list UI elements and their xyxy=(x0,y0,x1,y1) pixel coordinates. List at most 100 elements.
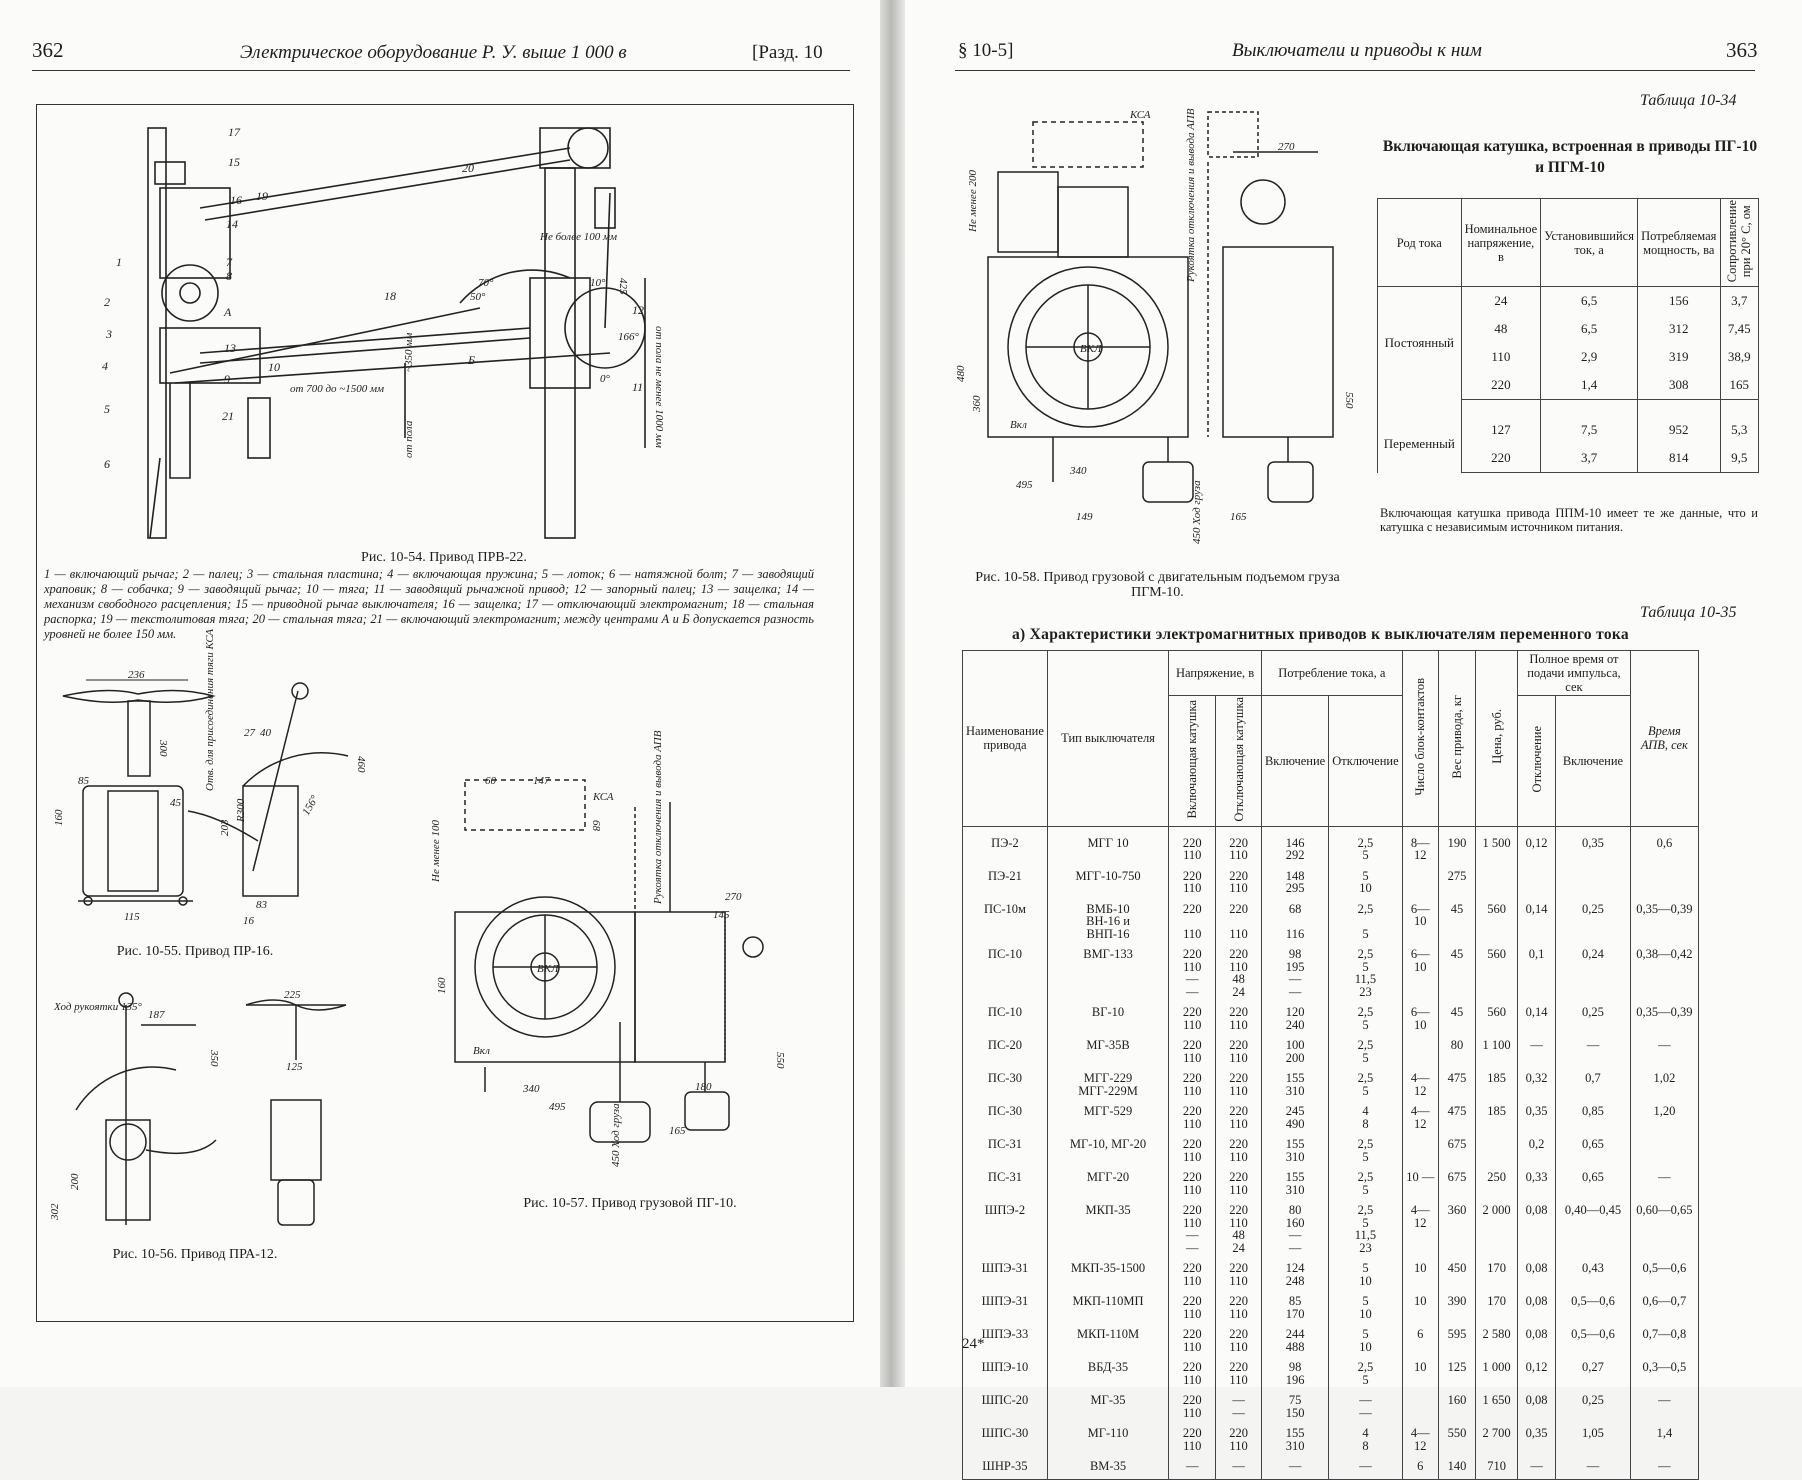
table-cell: 675 xyxy=(1437,1167,1477,1201)
table-cell: МГ-35В xyxy=(1046,1035,1170,1069)
table-cell: 10 xyxy=(1401,1291,1439,1325)
table-cell xyxy=(1401,1134,1439,1168)
table-cell: 0,14 xyxy=(1517,1002,1557,1036)
fig57-dim-vkl: Вкл xyxy=(473,1045,490,1057)
table-cell: 0,32 xyxy=(1517,1068,1557,1102)
fig55-dim-203: 203 xyxy=(219,819,231,836)
fig54-caption: Рис. 10-54. Привод ПРВ-22. xyxy=(361,550,527,565)
fig56-drawing: Ход рукоятки 135° 187 350 302 200 225 12… xyxy=(49,989,347,1226)
table-cell: 10 — xyxy=(1401,1167,1439,1201)
t35-h-voltage: Напряжение, в xyxy=(1168,650,1262,696)
table-cell: 98 196 xyxy=(1260,1357,1330,1391)
fig58-caption: Рис. 10-58. Привод грузовой с двигательн… xyxy=(975,570,1340,600)
table34: Род тока Номинальное напряжение, в Устан… xyxy=(1377,197,1760,474)
table-cell xyxy=(1475,1134,1519,1168)
table-cell: — xyxy=(1328,1456,1403,1480)
table-cell: 45 xyxy=(1437,898,1477,945)
table-cell: 2,5 5 xyxy=(1328,826,1403,866)
table-cell: ШНР-35 xyxy=(962,1456,1048,1480)
table-cell: 390 xyxy=(1437,1291,1477,1325)
table-cell: 220 110 xyxy=(1168,898,1217,945)
table-cell: 220 110 xyxy=(1168,1167,1217,1201)
table-cell: 275 xyxy=(1437,865,1477,899)
fig54-label-10: 10 xyxy=(268,360,280,374)
t34-h-current: Установившийся ток, а xyxy=(1540,197,1638,288)
table-cell: 220 110 xyxy=(1168,1035,1217,1069)
table-cell: 185 xyxy=(1475,1101,1519,1135)
fig56-dim-350: 350 xyxy=(208,1049,220,1067)
fig54-dim-70: 70° xyxy=(478,277,494,289)
table-cell: 155 310 xyxy=(1260,1167,1330,1201)
table-cell: 3,7 xyxy=(1719,286,1760,316)
table-cell: 156 xyxy=(1636,286,1721,316)
table-cell: 220 110 xyxy=(1215,1035,1262,1069)
page-number-left: 362 xyxy=(32,38,64,62)
fig54-label-13: 13 xyxy=(224,341,236,355)
fig55-dim-156: 156° xyxy=(300,793,321,818)
table-cell: 98 195 — — xyxy=(1260,944,1330,1003)
table-cell: — — xyxy=(1328,1390,1403,1424)
table34-label: Таблица 10-34 xyxy=(1640,92,1737,109)
table-cell: 245 490 xyxy=(1260,1101,1330,1135)
table-cell: МКП-35-1500 xyxy=(1046,1258,1170,1292)
table-cell: 0,25 xyxy=(1555,1002,1631,1036)
table-cell: ПС-10м xyxy=(962,898,1048,945)
table-cell: 0,08 xyxy=(1517,1200,1557,1259)
fig55-dim-27: 27 xyxy=(244,727,256,739)
fig55-note: Отв. для присоединения тяги КСА xyxy=(204,629,216,791)
table-cell: 0,24 xyxy=(1555,944,1631,1003)
table-cell: МГ-10, МГ-20 xyxy=(1046,1134,1170,1168)
table-cell: 2,5 5 xyxy=(1328,1068,1403,1102)
table-cell xyxy=(1517,865,1557,899)
table-cell: 595 xyxy=(1437,1324,1477,1358)
table-cell xyxy=(1401,865,1439,899)
fig54-label-6: 6 xyxy=(104,457,110,471)
fig58-dim-360: 360 xyxy=(971,395,983,413)
fig56-dim-187: 187 xyxy=(148,1009,165,1021)
running-title-right: Выключатели и приводы к ним xyxy=(1232,40,1482,61)
table-cell: 220 110 xyxy=(1215,1324,1262,1358)
t35-h-toff: Отключение xyxy=(1529,726,1544,793)
table-cell: МГГ-229 МГГ-229М xyxy=(1046,1068,1170,1102)
t34-h-kind: Род тока xyxy=(1377,197,1462,288)
table-cell: 220 110 xyxy=(1168,1134,1217,1168)
table-cell: 85 170 xyxy=(1260,1291,1330,1325)
table-cell: ШПС-30 xyxy=(962,1423,1048,1457)
table-cell: МКП-110М xyxy=(1046,1324,1170,1358)
fig56-dim-200: 200 xyxy=(69,1173,81,1190)
table-cell: 0,65 xyxy=(1555,1134,1631,1168)
fig55-dim-115: 115 xyxy=(124,911,140,923)
table-cell: 560 xyxy=(1475,1002,1519,1036)
fig57-drawing: 60 147 КСА 68 Не менее 100 Рукоятка откл… xyxy=(430,730,786,1167)
fig54-dim-50: 50° xyxy=(470,291,486,303)
table-cell: ВМБ-10 ВН-16 и ВНП-16 xyxy=(1046,898,1170,945)
table-cell: 2,5 5 xyxy=(1328,1357,1403,1391)
table-cell: 2,5 5 11,5 23 xyxy=(1328,944,1403,1003)
fig54-label-2: 2 xyxy=(104,295,110,309)
fig58-dim-495: 495 xyxy=(1016,479,1033,491)
table-cell: 2,5 5 xyxy=(1328,1167,1403,1201)
table-cell: — — xyxy=(1215,1390,1262,1424)
fig57-dim-KSA: КСА xyxy=(592,791,614,803)
table-cell: 0,08 xyxy=(1517,1291,1557,1325)
header-rule-left xyxy=(32,70,850,71)
fig54-label-18: 18 xyxy=(384,289,396,303)
table-cell: 2,5 5 xyxy=(1328,898,1403,945)
table-cell: 2,5 5 11,5 23 xyxy=(1328,1200,1403,1259)
fig57-dim-VKL: ВКЛ xyxy=(537,963,559,975)
fig57-dim-147: 147 xyxy=(533,775,550,787)
fig56-caption: Рис. 10-56. Привод ПРА-12. xyxy=(112,1247,278,1262)
t35-h-weight: Вес привода, кг xyxy=(1450,695,1464,779)
table-cell: 952 xyxy=(1636,416,1721,445)
fig57-dim-550: 550 xyxy=(774,1052,786,1069)
table-cell: МГГ-20 xyxy=(1046,1167,1170,1201)
table-cell: 0,5—0,6 xyxy=(1629,1258,1700,1292)
fig57-dim-165: 165 xyxy=(669,1125,686,1137)
table-cell: 1,4 xyxy=(1540,371,1638,401)
table-cell: 10 xyxy=(1401,1357,1439,1391)
page-number-right: 363 xyxy=(1726,38,1758,62)
table-cell: 48 xyxy=(1460,315,1542,344)
fig56-dim-302: 302 xyxy=(49,1203,61,1221)
